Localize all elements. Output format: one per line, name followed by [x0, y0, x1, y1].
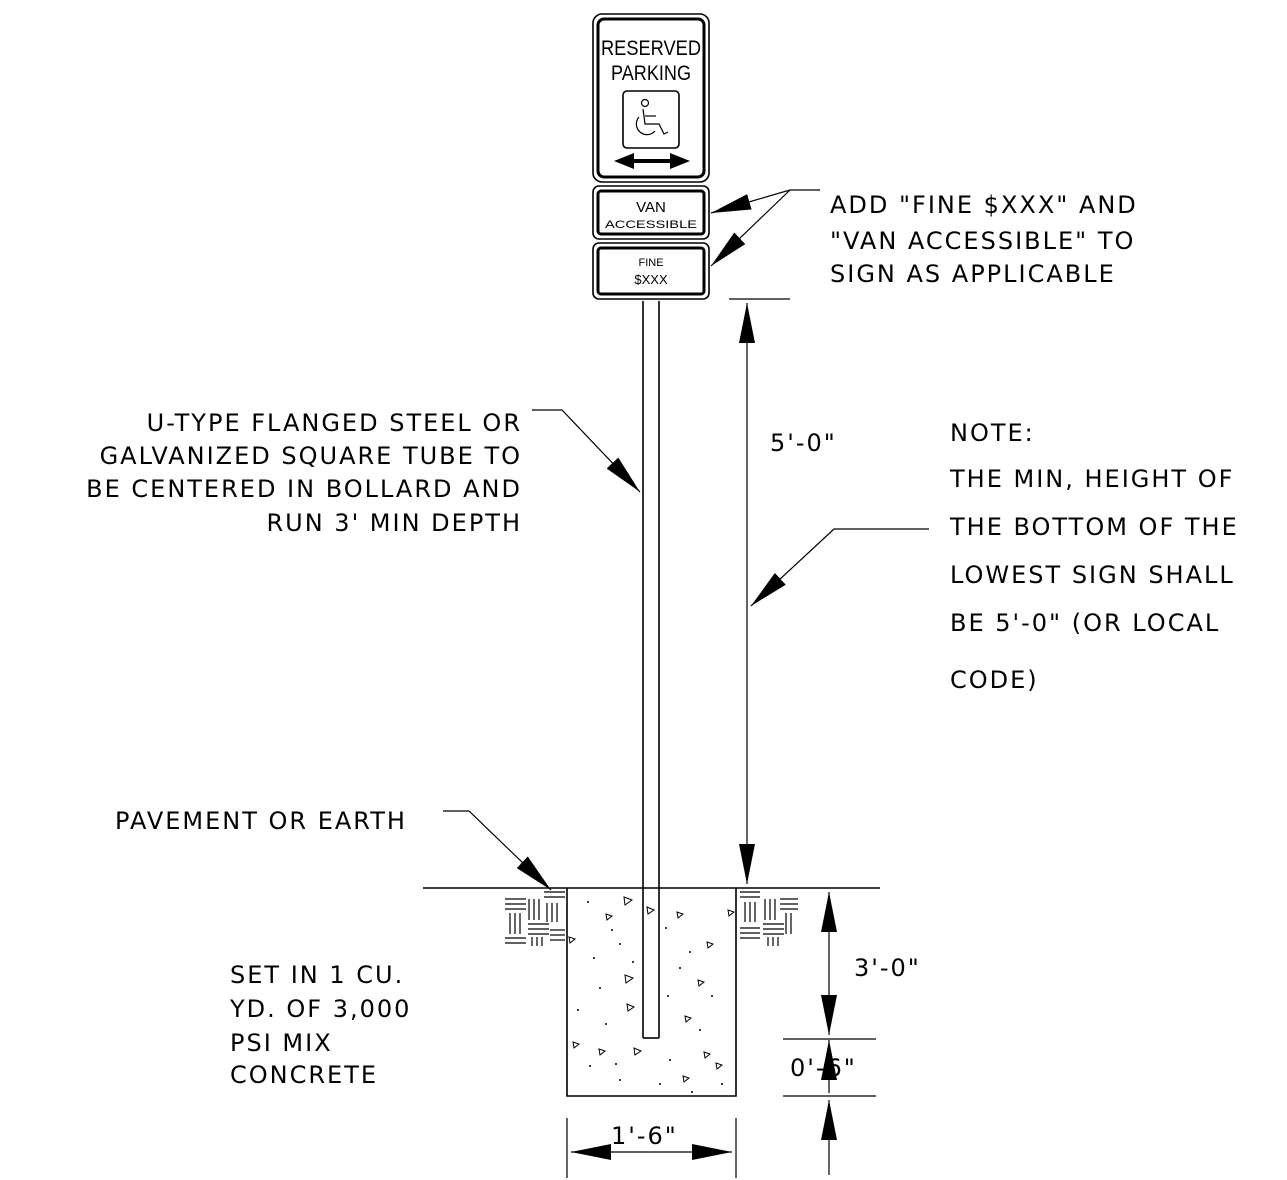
sign-accessible-text: ACCESSIBLE	[605, 219, 697, 231]
bottom-dimension-label: 0'-6"	[790, 1054, 857, 1082]
double-arrow-icon	[614, 153, 690, 169]
earth-hatch-right	[740, 891, 798, 946]
note-body-line-5: CODE)	[950, 666, 1039, 694]
sign-fine-amount-text: $XXX	[634, 272, 668, 287]
sign-parking-text: PARKING	[611, 62, 691, 85]
height-note: NOTE: THE MIN, HEIGHT OF THE BOTTOM OF T…	[949, 419, 1239, 694]
concrete-note-line-3: PSI MIX	[230, 1029, 333, 1057]
add-fine-note-line-1: ADD "FINE $XXX" AND	[830, 191, 1138, 219]
sign-reserved-text: RESERVED	[601, 37, 701, 60]
tube-note: U-TYPE FLANGED STEEL OR GALVANIZED SQUAR…	[86, 409, 522, 537]
concrete-note: SET IN 1 CU. YD. OF 3,000 PSI MIX CONCRE…	[229, 961, 411, 1089]
depth-dimension-label: 3'-0"	[854, 954, 921, 982]
note-body-line-4: BE 5'-0" (OR LOCAL	[950, 609, 1220, 637]
width-dimension-label: 1'-6"	[611, 1122, 678, 1150]
concrete-note-line-2: YD. OF 3,000	[229, 995, 411, 1023]
depth-dimension: 3'-0"	[783, 892, 921, 1040]
add-fine-note: ADD "FINE $XXX" AND "VAN ACCESSIBLE" TO …	[830, 191, 1138, 288]
concrete-footing	[566, 888, 737, 1097]
earth-hatch-left	[505, 891, 565, 946]
add-fine-note-line-2: "VAN ACCESSIBLE" TO	[830, 227, 1135, 255]
reserved-parking-sign: RESERVED PARKING	[592, 13, 710, 183]
note-body-line-1: THE MIN, HEIGHT OF	[949, 465, 1234, 493]
concrete-note-line-4: CONCRETE	[230, 1061, 378, 1089]
tube-note-line-3: BE CENTERED IN BOLLARD AND	[86, 475, 522, 503]
width-dimension: 1'-6"	[566, 1118, 737, 1178]
tube-note-line-2: GALVANIZED SQUARE TUBE TO	[100, 442, 522, 470]
tube-leader	[532, 409, 641, 493]
van-accessible-sign: VAN ACCESSIBLE	[592, 185, 710, 240]
wheelchair-icon	[622, 90, 680, 149]
note-leader	[750, 528, 929, 607]
note-body-line-2: THE BOTTOM OF THE	[949, 513, 1239, 541]
fine-sign: FINE $XXX	[592, 242, 710, 300]
add-fine-leader	[710, 189, 820, 267]
square-tube-post	[642, 301, 660, 1039]
bottom-dimension: 0'-6"	[783, 1040, 876, 1175]
height-dimension-label: 5'-0"	[770, 429, 837, 457]
tube-note-line-4: RUN 3' MIN DEPTH	[266, 509, 522, 537]
note-title: NOTE:	[950, 419, 1035, 447]
pavement-leader	[443, 810, 552, 891]
sign-fine-text: FINE	[638, 257, 663, 269]
concrete-note-line-1: SET IN 1 CU.	[230, 961, 404, 989]
add-fine-note-line-3: SIGN AS APPLICABLE	[830, 260, 1116, 288]
pavement-note: PAVEMENT OR EARTH	[115, 807, 407, 835]
tube-note-line-1: U-TYPE FLANGED STEEL OR	[147, 409, 522, 437]
note-body-line-3: LOWEST SIGN SHALL	[950, 561, 1235, 589]
height-dimension: 5'-0"	[729, 298, 837, 884]
sign-van-text: VAN	[636, 199, 666, 216]
